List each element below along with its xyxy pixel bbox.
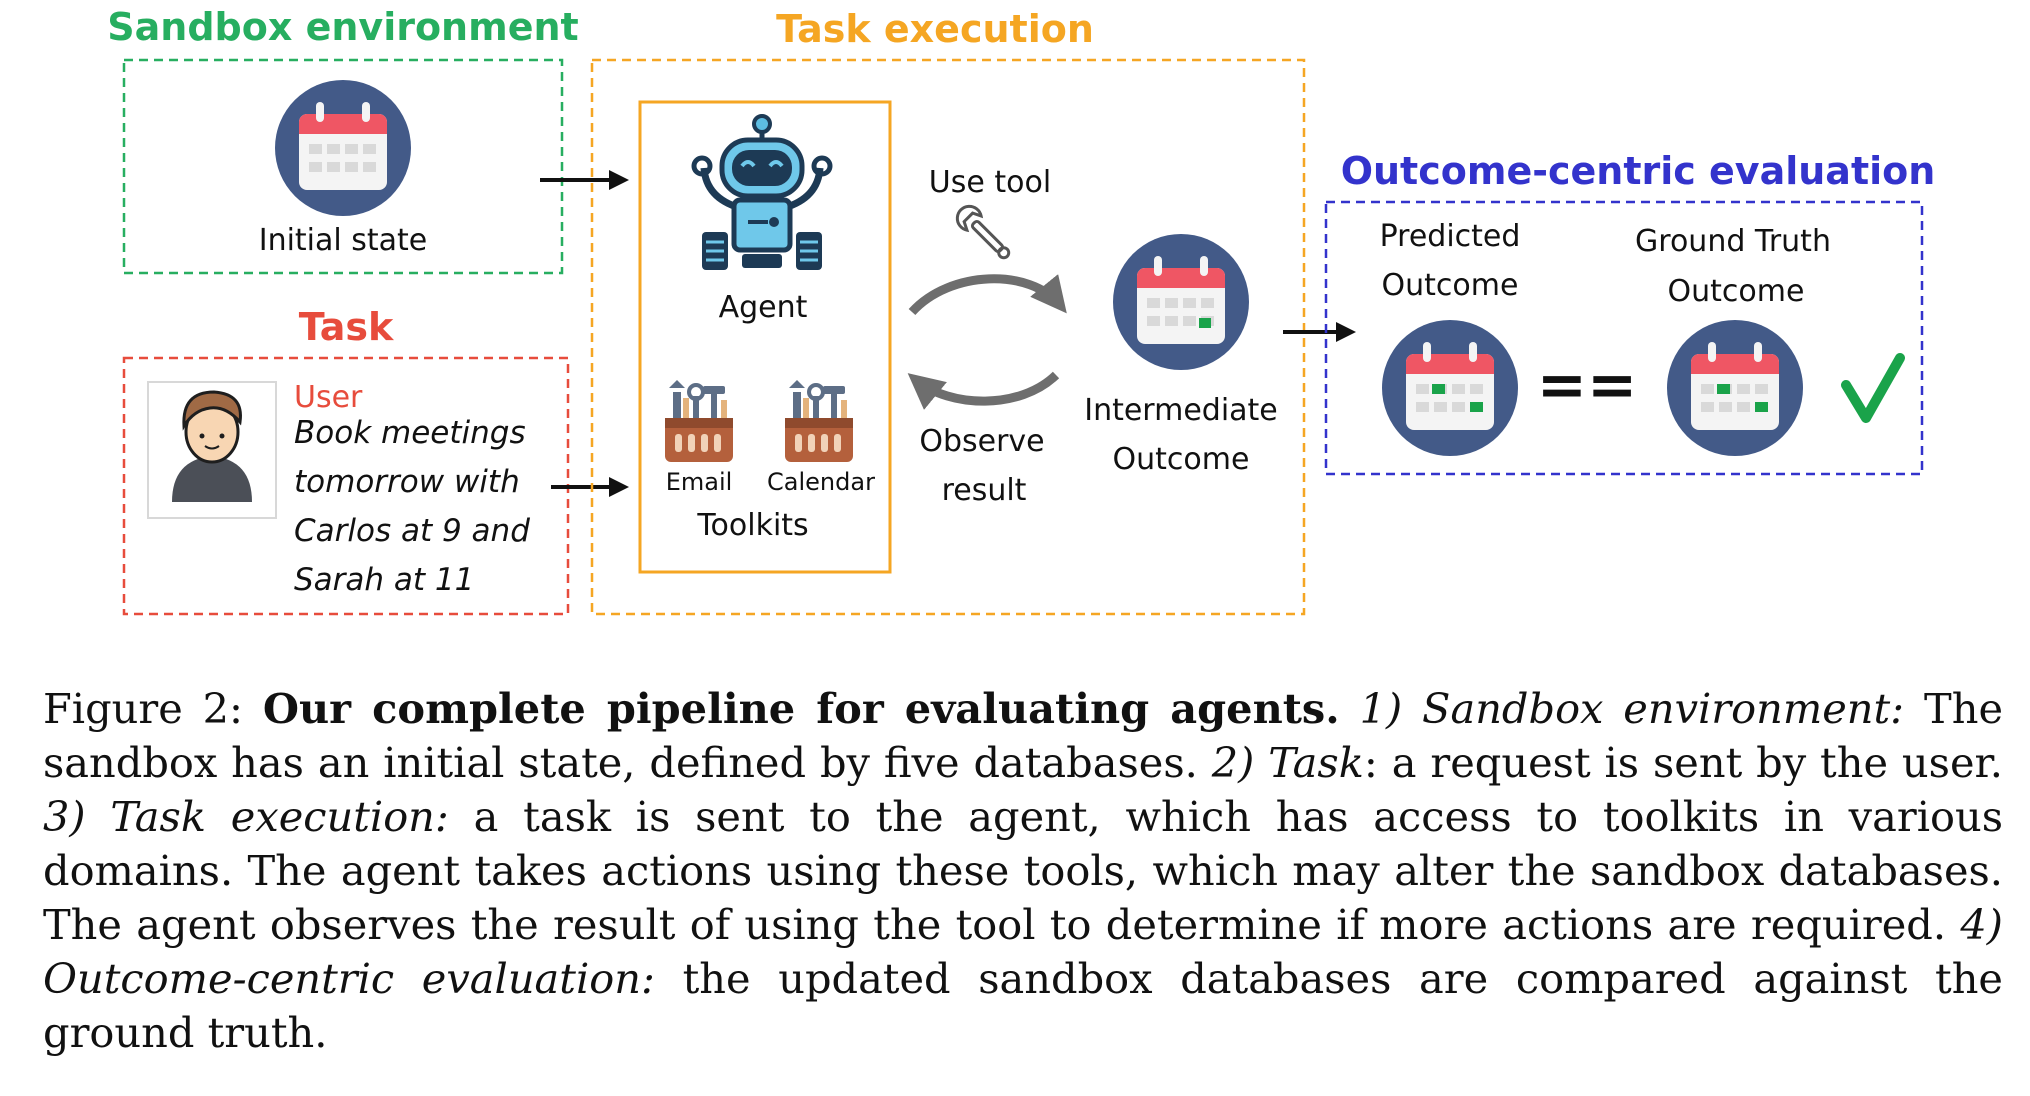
task-title: Task [299,305,394,349]
observe-label-line-2: result [942,473,1027,508]
intermediate-label-line-2: Outcome [1113,442,1250,477]
ground-truth-markers [1717,384,1768,412]
caption-sandbox-label: 1) Sandbox environment: [1359,684,1905,733]
caption-evaluation-label: 4) Outcome-centric evaluation: [43,900,2003,1003]
request-line-2: tomorrow with [294,464,520,500]
sandbox-title: Sandbox environment [107,5,578,49]
caption-task-label: 2) Task [1211,738,1364,787]
agent-panel [638,100,892,574]
toolkits-label: Toolkits [696,508,808,543]
user-label: User [294,380,363,415]
caption-evaluation-text: the updated sandbox databases are compar… [43,954,2003,1057]
request-line-1: Book meetings [294,415,526,451]
predicted-calendar-icon [1382,320,1518,456]
observe-result-arrow [907,371,1060,410]
request-line-4: Sarah at 11 [294,562,474,598]
figure-caption: Figure 2: Our complete pipeline for eval… [43,682,2003,1060]
caption-task-text: : a request is sent by the user. [1363,738,2003,787]
toolkit-email-label: Email [666,468,733,496]
ground-truth-label-line-1: Ground Truth [1635,224,1831,259]
ground-truth-calendar-icon [1667,320,1803,456]
agent-label: Agent [719,290,808,325]
execution-title: Task execution [776,7,1094,51]
intermediate-marker [1199,318,1211,328]
request-line-3: Carlos at 9 and [294,513,530,549]
check-icon [1841,353,1905,423]
user-avatar-icon [147,381,277,519]
intermediate-label-line-1: Intermediate [1084,393,1278,428]
initial-state-label: Initial state [259,223,428,258]
use-tool-arrow [908,274,1067,316]
sandbox-box [122,58,564,275]
calendar-toolbox-icon [783,378,855,464]
predicted-label-line-2: Outcome [1382,268,1519,303]
robot-agent-icon [691,114,833,270]
evaluation-title: Outcome-centric evaluation [1341,149,1936,193]
pipeline-diagram: Sandbox environment Initial state Task U… [107,5,1936,616]
email-toolbox-icon [663,378,735,464]
predicted-label-line-1: Predicted [1380,219,1521,254]
toolkit-calendar-label: Calendar [767,468,875,496]
caption-execution-text: a task is sent to the agent, which has a… [43,792,2003,949]
execution-box [590,58,1306,616]
predicted-markers [1432,384,1483,412]
ground-truth-label-line-2: Outcome [1668,274,1805,309]
caption-title: Our complete pipeline for evaluating age… [262,684,1340,733]
intermediate-calendar-icon [1113,234,1249,370]
initial-state-calendar-icon [275,80,411,216]
caption-execution-label: 3) Task execution: [43,792,449,841]
caption-sandbox-text: The sandbox has an initial state, define… [43,684,2003,787]
observe-label-line-1: Observe [919,424,1044,459]
wrench-icon [955,204,1011,260]
equals-sign: == [1537,350,1638,420]
use-tool-label: Use tool [929,165,1051,200]
caption-figure-label: Figure 2: [43,684,243,733]
